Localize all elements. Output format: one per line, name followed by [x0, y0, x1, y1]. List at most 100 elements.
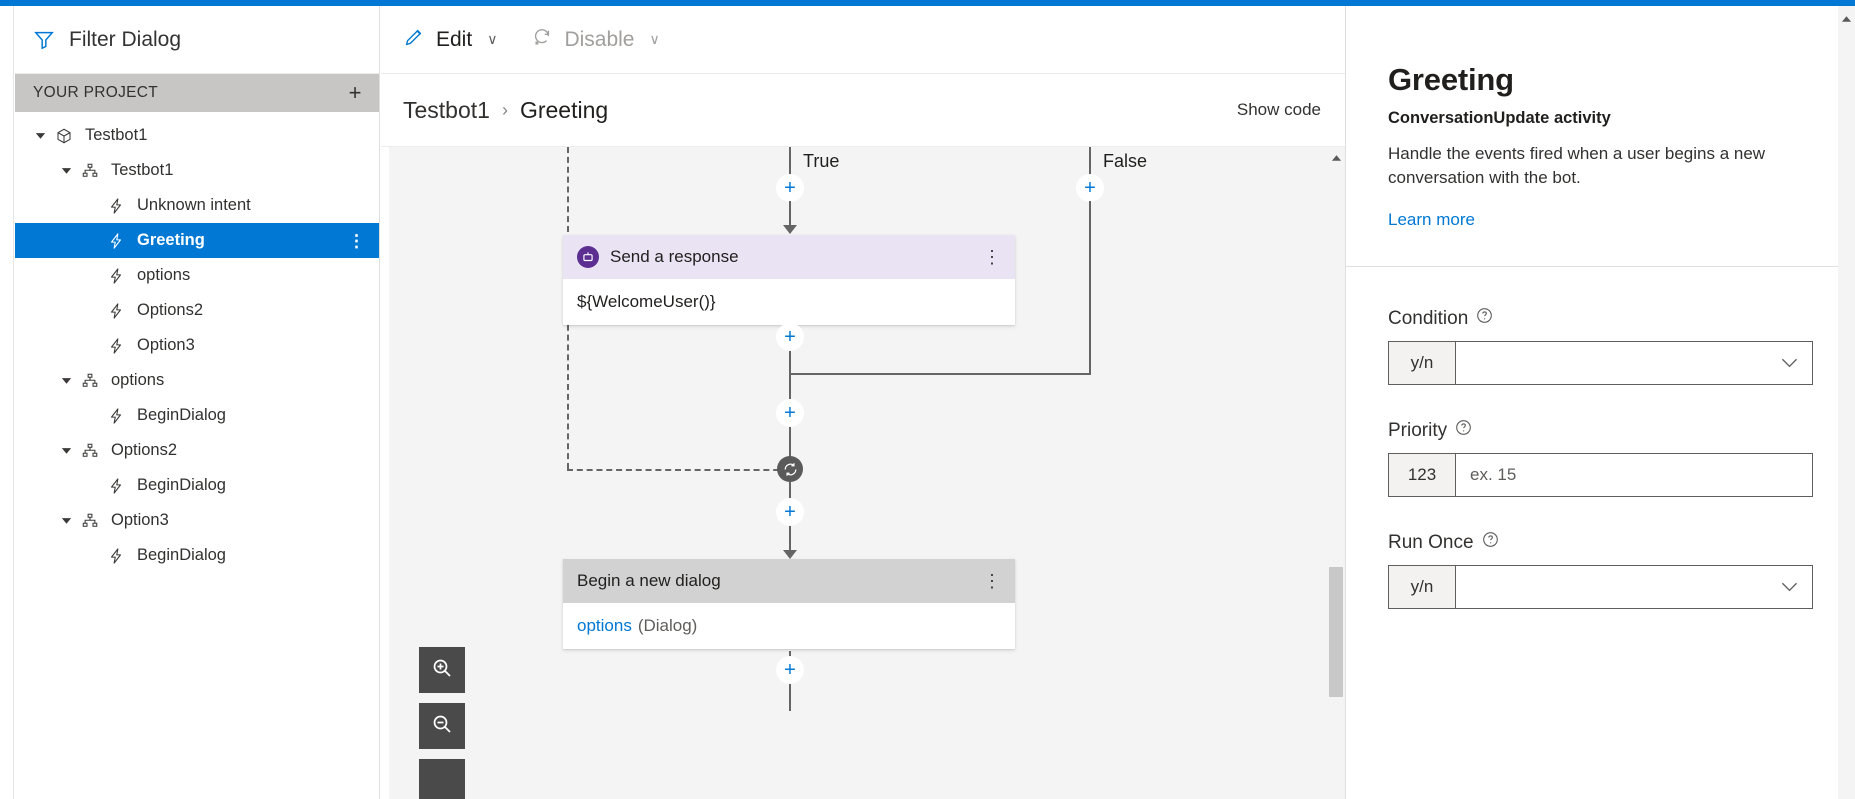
- top-accent-rail: [0, 0, 1855, 6]
- breadcrumb-separator-icon: ›: [501, 99, 508, 120]
- disable-button-label: Disable: [564, 27, 635, 51]
- filter-dialog-bar[interactable]: Filter Dialog: [15, 6, 379, 74]
- tree-caret-spacer: [81, 398, 103, 433]
- false-branch-label: False: [1103, 151, 1148, 171]
- false-branch-line-top: [1089, 147, 1091, 183]
- tree-item-begindialog-12[interactable]: BeginDialog: [15, 538, 379, 573]
- add-node-after-response-button[interactable]: +: [777, 324, 803, 350]
- trigger-icon: [103, 231, 129, 251]
- add-node-false-branch-button[interactable]: +: [1077, 175, 1103, 201]
- canvas-scrollbar-track[interactable]: [1327, 147, 1345, 799]
- sitemap-icon: [77, 512, 103, 530]
- tree-item-testbot1-1[interactable]: Testbot1: [15, 153, 379, 188]
- trigger-icon: [103, 266, 129, 286]
- tree-item-options-7[interactable]: options: [15, 363, 379, 398]
- tree-item-label: Testbot1: [111, 161, 174, 179]
- field-priority-type-toggle[interactable]: 123: [1388, 453, 1456, 498]
- breadcrumb: Testbot1 › Greeting: [403, 97, 608, 124]
- tree-item-label: Options2: [137, 301, 204, 319]
- add-node-before-loop-button[interactable]: +: [777, 400, 803, 426]
- chevron-down-icon: ∨: [649, 31, 660, 47]
- question-circle-icon[interactable]: [1482, 531, 1499, 554]
- scroll-up-arrow-icon[interactable]: [1329, 151, 1343, 165]
- zoom-reset-button[interactable]: [419, 759, 465, 799]
- tree-item-option3-6[interactable]: Option3: [15, 328, 379, 363]
- chevron-down-icon[interactable]: [55, 363, 77, 398]
- field-condition-type-toggle[interactable]: y/n: [1388, 341, 1456, 386]
- false-branch-join-line: [789, 373, 1091, 375]
- add-node-after-dialog-button[interactable]: +: [777, 657, 803, 683]
- filter-dialog-label: Filter Dialog: [69, 27, 182, 51]
- field-condition-label: Condition: [1388, 307, 1813, 330]
- breadcrumb-root[interactable]: Testbot1: [403, 96, 490, 123]
- package-icon: [51, 127, 77, 145]
- tree-item-options2-9[interactable]: Options2: [15, 433, 379, 468]
- send-a-response-body: ${WelcomeUser()}: [563, 279, 1015, 325]
- false-branch-line-down: [1089, 201, 1091, 375]
- tree-item-greeting-3[interactable]: Greeting⋮: [15, 223, 379, 258]
- scroll-up-arrow-icon[interactable]: [1840, 12, 1853, 25]
- disable-refresh-icon: [531, 26, 553, 54]
- field-run-once-input[interactable]: [1456, 565, 1813, 610]
- panel-divider: [1346, 266, 1855, 268]
- add-node-true-branch-button[interactable]: +: [777, 175, 803, 201]
- dialog-target-link[interactable]: options: [577, 616, 632, 635]
- zoom-in-button[interactable]: [419, 647, 465, 693]
- add-node-before-dialog-button[interactable]: +: [777, 499, 803, 525]
- begin-a-new-dialog-title: Begin a new dialog: [577, 571, 721, 590]
- tree-item-unknown-intent-2[interactable]: Unknown intent: [15, 188, 379, 223]
- loop-refresh-icon[interactable]: [777, 456, 803, 482]
- field-label-text: Run Once: [1388, 531, 1474, 553]
- tree-item-options2-5[interactable]: Options2: [15, 293, 379, 328]
- chevron-down-icon[interactable]: [55, 503, 77, 538]
- pencil-icon: [403, 26, 425, 54]
- begin-a-new-dialog-menu-button[interactable]: ⋮: [983, 571, 1001, 591]
- toolbar: Edit ∨ Disable ∨: [381, 6, 1345, 74]
- begin-a-new-dialog-node[interactable]: Begin a new dialog ⋮ options (Dialog): [563, 559, 1015, 649]
- add-project-button[interactable]: +: [348, 80, 362, 105]
- tree-item-label: options: [137, 266, 191, 284]
- tree-item-label: Testbot1: [85, 126, 148, 144]
- trigger-icon: [103, 546, 129, 566]
- chevron-down-icon: ∨: [487, 31, 498, 47]
- field-run-once-type-toggle[interactable]: y/n: [1388, 565, 1456, 610]
- tree-caret-spacer: [81, 293, 103, 328]
- show-code-button[interactable]: Show code: [1236, 100, 1321, 119]
- tree-item-options-4[interactable]: options: [15, 258, 379, 293]
- flow-canvas[interactable]: True + False + Send a respo: [381, 146, 1345, 799]
- field-label-text: Priority: [1388, 419, 1448, 441]
- send-a-response-node[interactable]: Send a response ⋮ ${WelcomeUser()}: [563, 235, 1015, 325]
- question-circle-icon[interactable]: [1476, 307, 1493, 330]
- field-condition-input[interactable]: [1456, 341, 1813, 386]
- canvas-scrollbar-thumb[interactable]: [1329, 567, 1343, 697]
- learn-more-link[interactable]: Learn more: [1388, 210, 1475, 230]
- activity-description: Handle the events fired when a user begi…: [1388, 144, 1766, 188]
- tree-item-begindialog-8[interactable]: BeginDialog: [15, 398, 379, 433]
- zoom-out-icon: [430, 712, 454, 741]
- disable-button[interactable]: Disable ∨: [531, 26, 660, 54]
- chevron-down-icon[interactable]: [29, 118, 51, 153]
- chevron-down-icon[interactable]: [55, 153, 77, 188]
- properties-scrollbar-track[interactable]: [1838, 6, 1855, 799]
- begin-a-new-dialog-body: options (Dialog): [563, 603, 1015, 649]
- send-a-response-title: Send a response: [610, 247, 739, 266]
- true-branch-line-top: [789, 147, 791, 183]
- question-circle-icon[interactable]: [1455, 419, 1472, 442]
- field-priority-input[interactable]: ex. 15: [1456, 453, 1813, 498]
- tree-item-testbot1-0[interactable]: Testbot1: [15, 118, 379, 153]
- field-label-text: Condition: [1388, 307, 1469, 329]
- tree-item-label: BeginDialog: [137, 476, 226, 494]
- tree-item-option3-11[interactable]: Option3: [15, 503, 379, 538]
- tree-item-begindialog-10[interactable]: BeginDialog: [15, 468, 379, 503]
- tree-caret-spacer: [81, 468, 103, 503]
- tree-item-menu-button[interactable]: ⋮: [348, 231, 365, 250]
- zoom-out-button[interactable]: [419, 703, 465, 749]
- arrow-head-icon: [783, 550, 797, 559]
- chevron-down-icon[interactable]: [55, 433, 77, 468]
- send-a-response-menu-button[interactable]: ⋮: [983, 247, 1001, 267]
- sitemap-icon: [77, 372, 103, 390]
- edit-button[interactable]: Edit ∨: [403, 26, 497, 54]
